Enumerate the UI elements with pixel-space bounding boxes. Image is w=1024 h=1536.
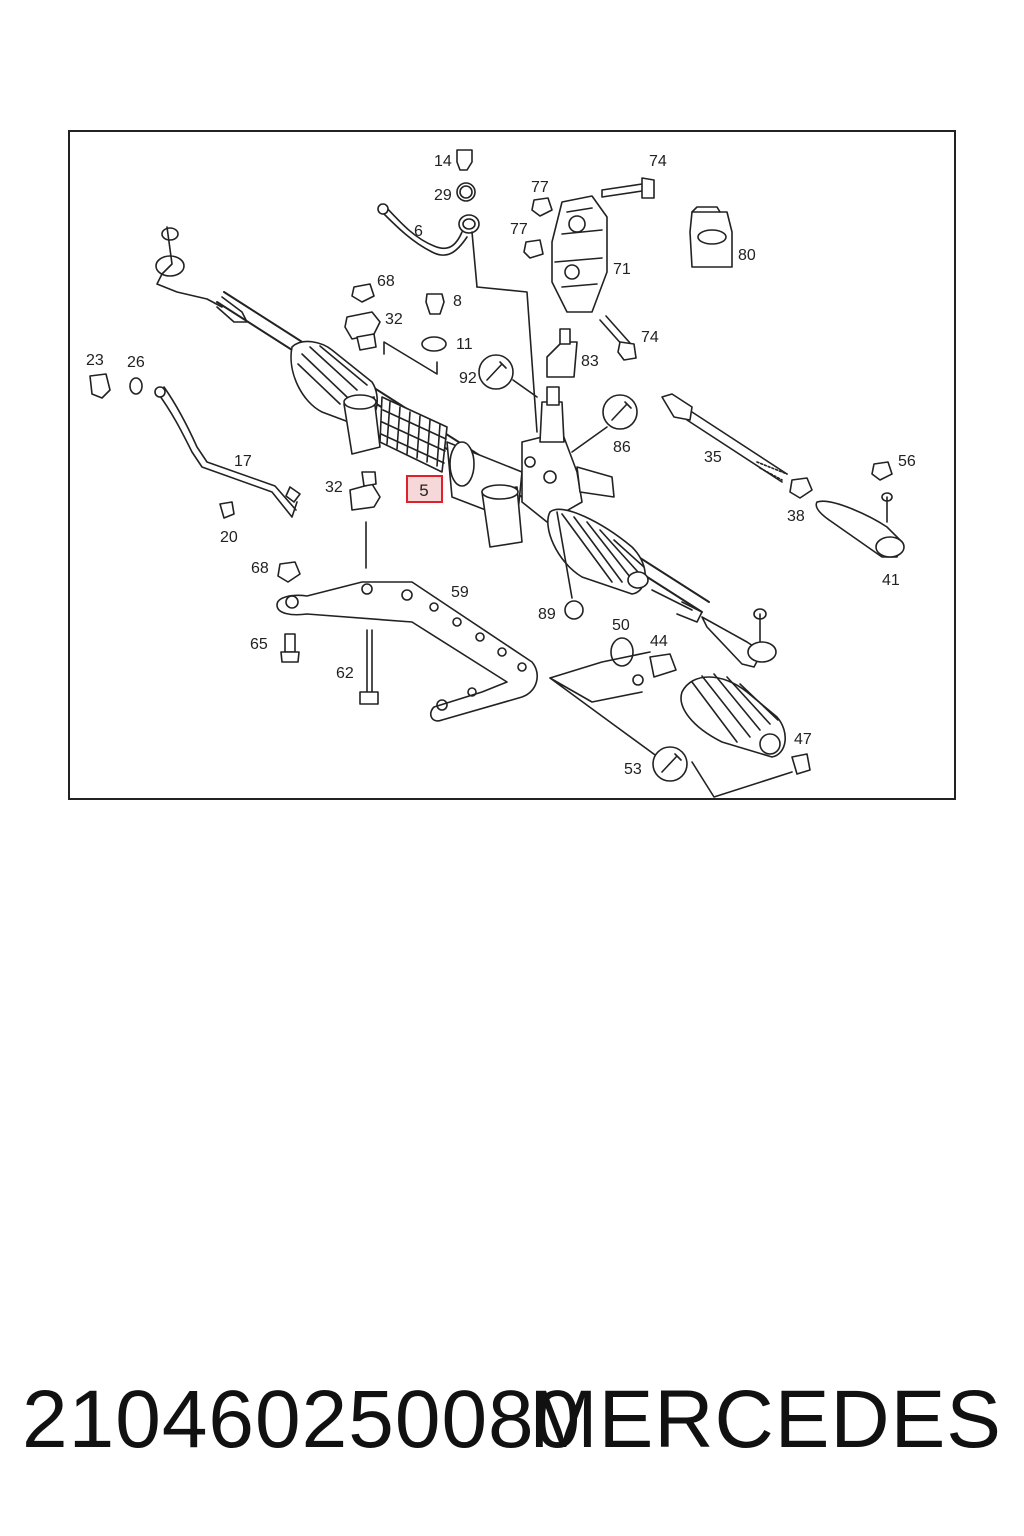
brand-name: MERCEDES — [529, 1374, 1002, 1465]
callout-23: 23 — [86, 352, 104, 369]
lower-mount — [277, 471, 381, 583]
callout-38: 38 — [787, 508, 805, 525]
callout-92: 92 — [459, 370, 477, 387]
callout-59: 59 — [451, 584, 469, 601]
top-fittings — [344, 149, 733, 433]
callout-80: 80 — [738, 247, 756, 264]
callout-56: 56 — [898, 453, 916, 470]
steering-rack-assembly — [155, 226, 777, 668]
callout-32b: 32 — [325, 479, 343, 496]
callout-53: 53 — [624, 761, 642, 778]
callout-86: 86 — [613, 439, 631, 456]
callout-32a: 32 — [385, 311, 403, 328]
callout-68a: 68 — [377, 273, 395, 290]
mounting-bolts — [280, 629, 379, 705]
callout-6: 6 — [414, 223, 423, 240]
callout-83: 83 — [581, 353, 599, 370]
part-number: 210460250080 — [22, 1374, 582, 1465]
callout-26: 26 — [127, 354, 145, 371]
callout-50: 50 — [612, 617, 630, 634]
callout-17: 17 — [234, 453, 252, 470]
callout-77a: 77 — [531, 179, 549, 196]
callout-89: 89 — [538, 606, 556, 623]
callout-74b: 74 — [641, 329, 659, 346]
callout-74a: 74 — [649, 153, 667, 170]
callout-14: 14 — [434, 153, 452, 170]
callout-47: 47 — [794, 731, 812, 748]
callout-77b: 77 — [510, 221, 528, 238]
callout-labels: 14 29 74 77 77 6 80 71 68 8 32 11 74 83 … — [86, 153, 916, 778]
callout-71: 71 — [613, 261, 631, 278]
callout-11: 11 — [456, 336, 473, 353]
callout-65: 65 — [250, 636, 268, 653]
right-tie-rod-parts — [661, 393, 905, 558]
hydraulic-line-17 — [89, 373, 301, 519]
steering-rack-exploded-view: 5 14 29 74 77 77 6 80 71 68 8 32 11 74 8… — [86, 149, 916, 798]
callout-20: 20 — [220, 529, 238, 546]
callout-5-label: 5 — [419, 481, 428, 500]
parts-diagram: 5 14 29 74 77 77 6 80 71 68 8 32 11 74 8… — [68, 130, 956, 800]
callout-8: 8 — [453, 293, 462, 310]
boot-kit — [549, 511, 811, 798]
crossmember-bracket-59 — [276, 581, 538, 722]
callout-62: 62 — [336, 665, 354, 682]
highlighted-callout-5[interactable]: 5 — [406, 475, 443, 503]
footer: 210460250080 MERCEDES — [0, 1370, 1024, 1480]
callout-44: 44 — [650, 633, 668, 650]
callout-68b: 68 — [251, 560, 269, 577]
callout-41: 41 — [882, 572, 900, 589]
wrench-symbols — [478, 354, 688, 782]
callout-29: 29 — [434, 187, 452, 204]
callout-35: 35 — [704, 449, 722, 466]
